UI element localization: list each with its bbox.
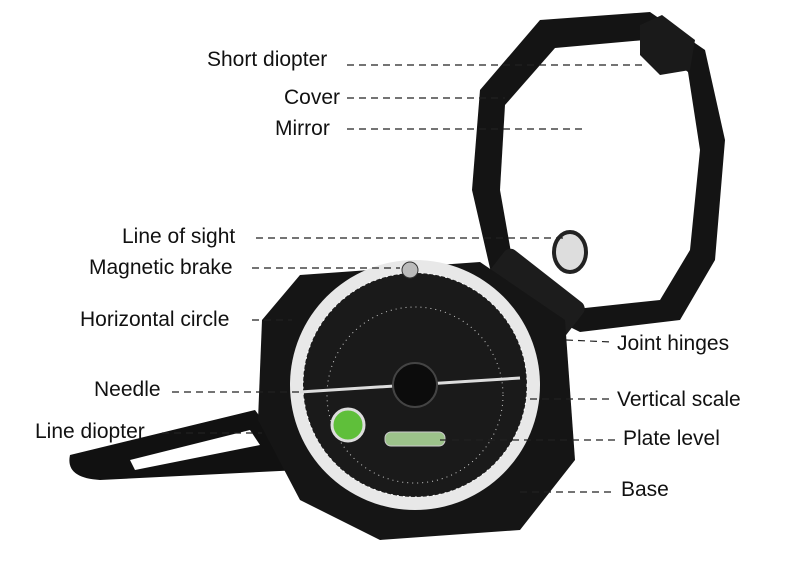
label-horizontal-circle: Horizontal circle [80, 308, 230, 331]
label-needle: Needle [94, 378, 161, 401]
label-plate-level: Plate level [623, 427, 720, 450]
label-short-diopter: Short diopter [207, 48, 328, 71]
needle-pivot [392, 362, 438, 408]
label-mirror: Mirror [275, 117, 330, 140]
label-joint-hinges: Joint hinges [617, 332, 730, 355]
label-line-of-sight: Line of sight [122, 225, 236, 248]
leader-joint-hinges [565, 339, 613, 343]
label-magnetic-brake: Magnetic brake [89, 256, 233, 279]
bullseye-level [330, 407, 366, 443]
label-base: Base [621, 478, 669, 501]
line-diopter-arm [69, 410, 300, 480]
short-diopter [640, 15, 695, 75]
cover [472, 12, 725, 332]
label-cover: Cover [284, 86, 341, 109]
magnetic-brake [401, 261, 419, 279]
label-line-diopter: Line diopter [35, 420, 145, 443]
label-vertical-scale: Vertical scale [617, 388, 741, 411]
leader-lines [162, 64, 645, 493]
line-of-sight-knob [552, 230, 588, 274]
plate-level [384, 431, 446, 447]
